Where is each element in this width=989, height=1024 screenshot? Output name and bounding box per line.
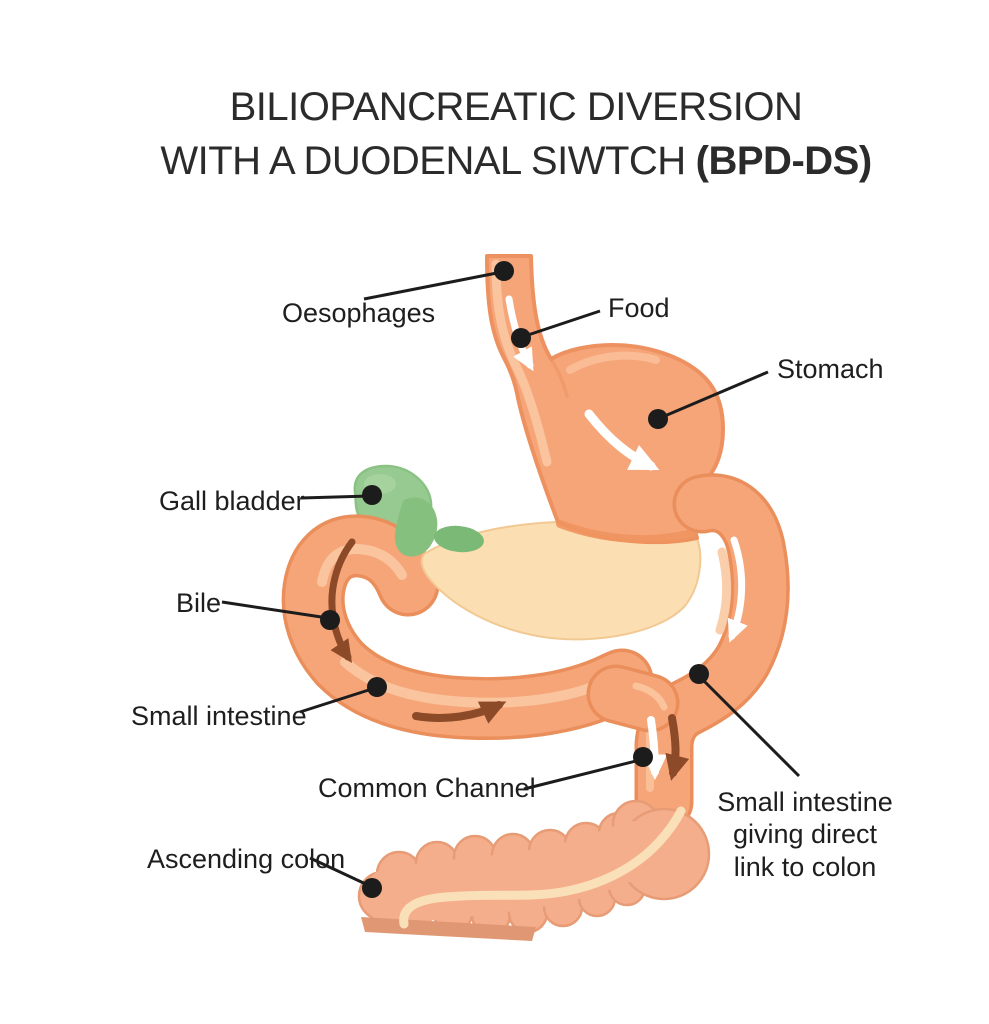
label-dot: [494, 261, 514, 281]
small-intestine-label: Small intestine: [131, 701, 307, 731]
leader-line: [299, 686, 376, 714]
label-stomach: Stomach: [648, 354, 884, 429]
label-dot: [511, 328, 531, 348]
ascending-colon-label: Ascending colon: [147, 844, 345, 874]
leader-line: [300, 494, 371, 500]
colon-inner-line: [399, 806, 686, 929]
oesophages-label: Oesophages: [282, 298, 435, 328]
food-flow-arrow-common-channel-icon: [642, 716, 668, 781]
label-dot: [367, 677, 387, 697]
label-dot: [362, 485, 382, 505]
label-common-channel: Common Channel: [318, 747, 653, 803]
leader-line: [523, 757, 645, 791]
title-line-2: WITH A DUODENAL SIWTCH(BPD-DS): [160, 139, 871, 183]
gall-bladder-duct-lobes: [394, 497, 484, 557]
intestine-junction-cap: [586, 664, 680, 733]
title-line-2-bold: (BPD-DS): [696, 139, 872, 183]
label-dot: [320, 610, 340, 630]
label-dot: [689, 664, 709, 684]
label-dot: [648, 409, 668, 429]
stomach-shape: [485, 254, 725, 545]
diagram-title: BILIOPANCREATIC DIVERSION WITH A DUODENA…: [160, 85, 872, 183]
label-dot: [362, 878, 382, 898]
label-oesophages: Oesophages: [282, 261, 514, 328]
leader-line: [698, 675, 801, 778]
label-ascending-colon: Ascending colon: [147, 844, 382, 898]
label-gall-bladder: Gall bladder: [159, 485, 382, 516]
title-line-1: BILIOPANCREATIC DIVERSION: [230, 85, 803, 129]
label-food: Food: [511, 293, 670, 348]
gall-bladder-label: Gall bladder: [159, 486, 305, 516]
label-small-intestine-link: Small intestine giving direct link to co…: [689, 664, 893, 882]
intestine-link-label-line-3: link to colon: [734, 852, 877, 882]
bile-flow-arrow-intestine-icon: [412, 701, 507, 724]
intestine-link-label-line-2: giving direct: [733, 819, 878, 849]
common-channel-label: Common Channel: [318, 773, 536, 803]
ascending-colon-shape: [357, 799, 711, 941]
leader-line: [221, 600, 329, 620]
leader-line: [659, 370, 769, 420]
title-line-2-regular: WITH A DUODENAL SIWTCH: [160, 139, 685, 183]
stomach-label: Stomach: [777, 354, 884, 384]
label-small-intestine: Small intestine: [131, 677, 387, 731]
leader-line: [363, 270, 503, 301]
food-label: Food: [608, 293, 670, 323]
intestine-link-label-line-1: Small intestine: [717, 787, 893, 817]
bile-flow-arrow-common-channel-icon: [665, 714, 690, 781]
leader-line: [521, 309, 601, 339]
label-bile: Bile: [176, 588, 340, 630]
food-flow-arrow-stomach-icon: [584, 409, 660, 471]
food-flow-arrow-limb-icon: [727, 536, 748, 643]
leader-line: [309, 856, 371, 888]
label-dot: [633, 747, 653, 767]
bile-label: Bile: [176, 588, 221, 618]
